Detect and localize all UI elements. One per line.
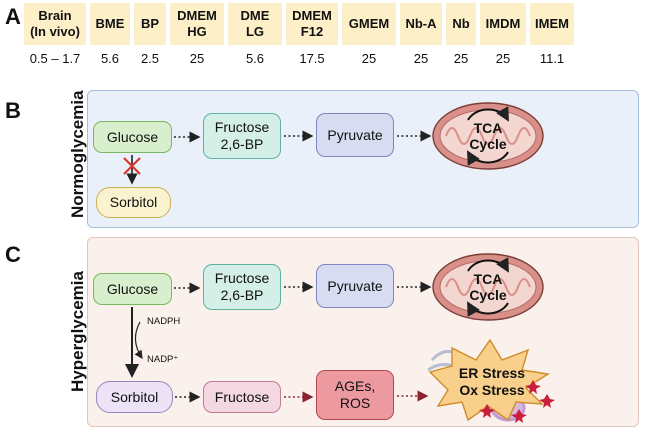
- blocked-cross-icon: [123, 157, 141, 175]
- nadph-label: NADPH: [147, 316, 181, 327]
- fructose-node-hyper: Fructose: [203, 381, 281, 413]
- pyruvate-node-normo: Pyruvate: [316, 113, 394, 157]
- stress-label: ER Stress Ox Stress: [458, 365, 526, 398]
- mitochondrion-icon-hyper: [432, 253, 544, 321]
- header-cell: BP: [134, 3, 166, 45]
- header-cell: DMEM F12: [286, 3, 338, 45]
- tca-cycle-label-hyper: TCA Cycle: [469, 271, 507, 303]
- table-value-row: 0.5 – 1.7 5.6 2.5 25 5.6 17.5 25 25 25 2…: [24, 45, 574, 71]
- value-cell: 25: [189, 50, 205, 66]
- value-cell: 11.1: [539, 50, 565, 66]
- table-header-row: Brain (In vivo) BME BP DMEM HG DME LG DM…: [24, 3, 574, 45]
- fructose-26bp-node-normo: Fructose 2,6-BP: [203, 113, 281, 159]
- sorbitol-node-normo: Sorbitol: [96, 187, 171, 218]
- value-cell: 25: [453, 50, 469, 66]
- glucose-node-normo: Glucose: [93, 121, 172, 153]
- header-cell: IMDM: [480, 3, 526, 45]
- mitochondrion-icon-normo: [432, 102, 544, 170]
- header-cell: Brain (In vivo): [24, 3, 86, 45]
- pyruvate-node-hyper: Pyruvate: [316, 264, 394, 308]
- nadp-label: NADP⁺: [147, 354, 179, 365]
- header-cell: Nb-A: [400, 3, 442, 45]
- header-cell: IMEM: [530, 3, 574, 45]
- glucose-node-hyper: Glucose: [93, 273, 172, 305]
- ages-ros-node: AGEs, ROS: [316, 370, 394, 420]
- sorbitol-node-hyper: Sorbitol: [96, 381, 173, 413]
- panel-label-a: A: [5, 4, 21, 29]
- value-cell: 2.5: [140, 50, 160, 66]
- value-cell: 17.5: [299, 50, 325, 66]
- header-cell: GMEM: [342, 3, 396, 45]
- header-cell: Nb: [446, 3, 476, 45]
- ros-spark-icons: [479, 380, 555, 423]
- stress-burst-icon: [428, 338, 550, 422]
- arrow-nadph-to-nadp: [134, 321, 143, 359]
- value-cell: 25: [361, 50, 377, 66]
- header-cell: BME: [90, 3, 130, 45]
- value-cell: 25: [413, 50, 429, 66]
- header-cell: DME LG: [228, 3, 282, 45]
- fructose-26bp-node-hyper: Fructose 2,6-BP: [203, 264, 281, 310]
- panel-label-c: C: [5, 242, 21, 267]
- header-cell: DMEM HG: [170, 3, 224, 45]
- value-cell: 0.5 – 1.7: [29, 50, 81, 66]
- media-glucose-table: Brain (In vivo) BME BP DMEM HG DME LG DM…: [24, 3, 574, 71]
- value-cell: 25: [495, 50, 511, 66]
- panel-label-b: B: [5, 98, 21, 123]
- tca-cycle-label-normo: TCA Cycle: [469, 120, 507, 152]
- value-cell: 5.6: [100, 50, 120, 66]
- value-cell: 5.6: [245, 50, 265, 66]
